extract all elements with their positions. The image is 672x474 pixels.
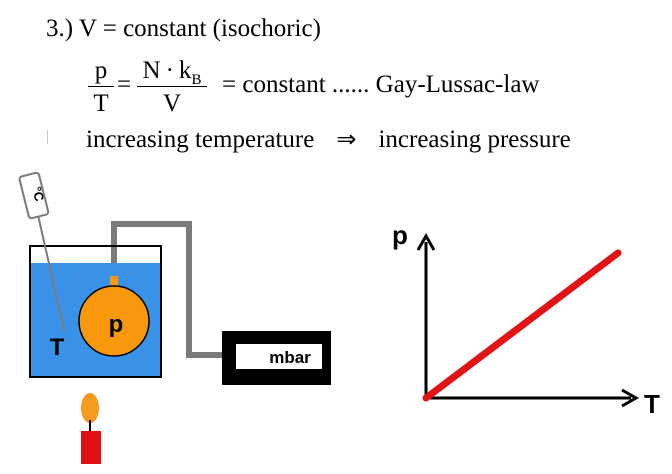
implication-effect: increasing pressure (378, 126, 571, 153)
x-axis-arrowhead (621, 388, 640, 408)
fraction-bar (137, 86, 207, 87)
candle (81, 431, 101, 464)
pressure-gauge-display (236, 344, 322, 369)
thermometer-label: °C (29, 185, 47, 203)
y-axis-label: p (392, 220, 408, 250)
fraction-bar (88, 86, 114, 87)
flask-neck (110, 276, 118, 292)
thermometer-stem (37, 214, 65, 331)
flask (78, 285, 150, 357)
fraction-t-denominator: T (93, 90, 109, 117)
pressure-gauge-label: mbar (269, 348, 311, 367)
thermometer-head (18, 171, 50, 220)
equals-sign: = (117, 71, 132, 98)
fraction-v-denominator: V (162, 90, 182, 117)
implication-line: increasing temperature ⇒ increasing pressu… (86, 127, 571, 152)
water-bath-container (29, 245, 162, 378)
numerator-subscript: B (191, 72, 202, 88)
implication-cause: increasing temperature (86, 126, 315, 153)
p-t-graph: p T (392, 220, 660, 419)
flask-label: p (109, 311, 124, 338)
heading: 3.) V = constant (isochoric) (46, 15, 321, 42)
y-axis-arrowhead (416, 232, 436, 251)
thermometer-icon: °C (18, 171, 50, 220)
fraction-nkb-over-v: N · kB V (137, 58, 207, 116)
fraction-p-numerator: p (94, 57, 108, 84)
law-statement: = constant ...... Gay-Lussac-law (222, 71, 540, 98)
fraction-p-over-t: p T (88, 58, 114, 116)
x-axis-label: T (644, 389, 660, 419)
margin-tick (47, 130, 48, 144)
pressure-tube (111, 221, 226, 358)
numerator-main: N · k (142, 57, 192, 84)
pressure-temperature-line (422, 249, 622, 402)
candle-flame (81, 393, 99, 423)
implies-arrow-icon: ⇒ (336, 125, 357, 153)
bath-temperature-label: T (50, 334, 65, 361)
fraction-nkb-numerator: N · kB (137, 57, 207, 88)
